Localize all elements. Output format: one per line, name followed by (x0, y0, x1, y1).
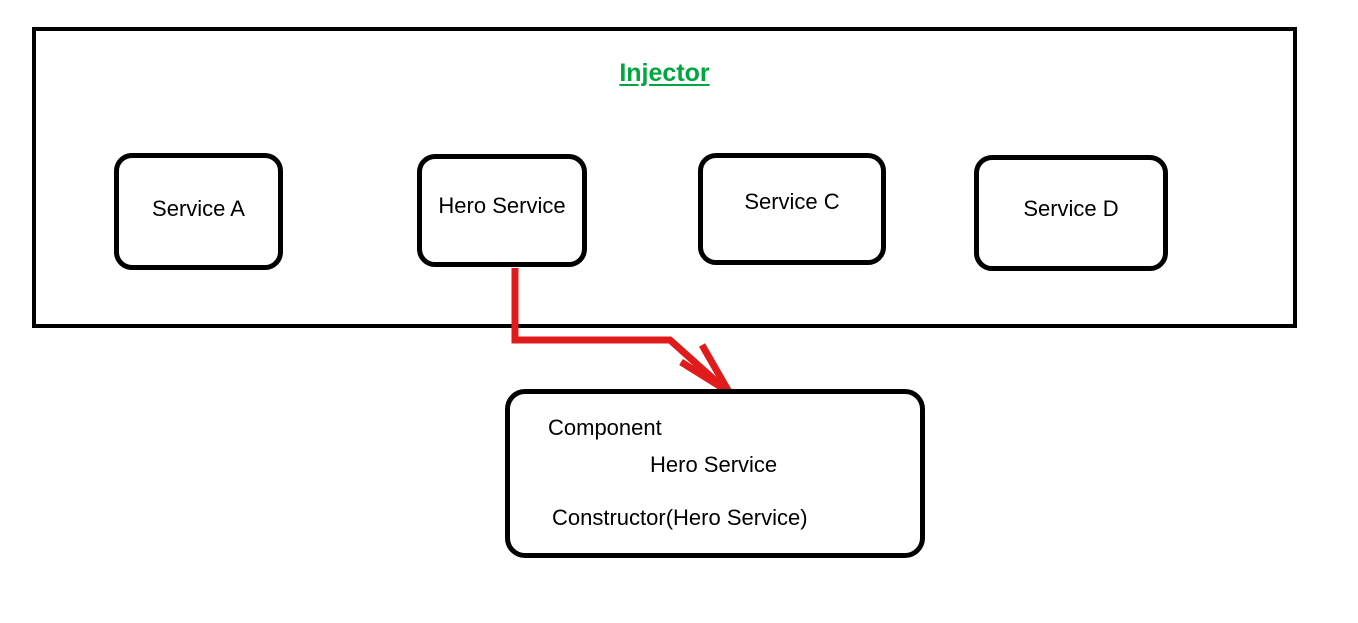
injector-title: Injector (619, 59, 710, 87)
service-box-service-c[interactable]: Service C (698, 153, 886, 265)
service-box-service-a[interactable]: Service A (114, 153, 283, 270)
component-dependency: Hero Service (650, 452, 778, 477)
service-box-hero-service[interactable]: Hero Service (417, 154, 587, 267)
component-title: Component (548, 415, 662, 440)
service-box-label: Hero Service (438, 192, 566, 218)
service-box-label: Service C (744, 189, 840, 214)
service-box-label: Service D (1023, 196, 1119, 221)
arrowhead-icon (679, 343, 733, 395)
component-box[interactable]: Component Hero Service Constructor(Hero … (505, 389, 925, 558)
component-constructor: Constructor(Hero Service) (552, 505, 808, 530)
service-box-label: Service A (152, 195, 245, 221)
service-box-service-d[interactable]: Service D (974, 155, 1168, 271)
